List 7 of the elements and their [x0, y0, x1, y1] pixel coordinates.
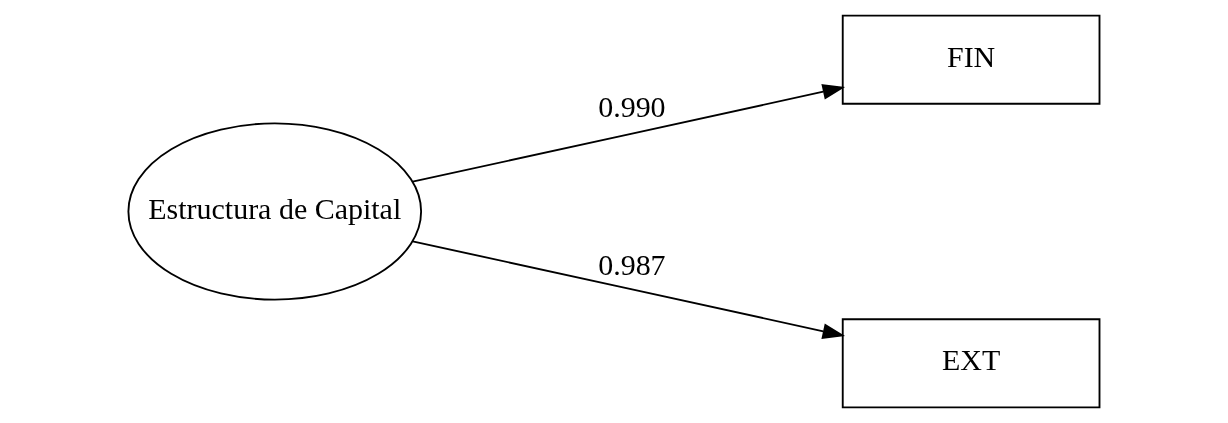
arrow [411, 84, 846, 183]
node-ellipse: Estructura de Capital [127, 122, 423, 301]
edge-label: 0.990 [598, 90, 666, 124]
node-box: EXT [841, 318, 1101, 409]
arrow [411, 240, 846, 339]
edge-label: 0.987 [598, 247, 666, 281]
node-box: FIN [841, 14, 1101, 105]
